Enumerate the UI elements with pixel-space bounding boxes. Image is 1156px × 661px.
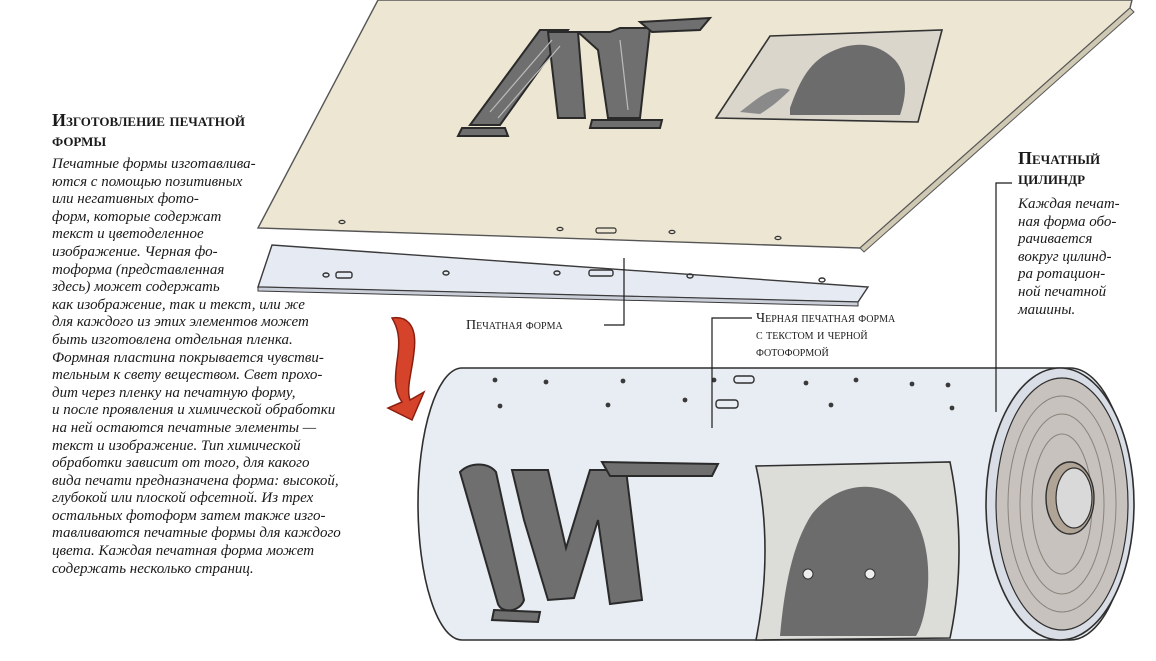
main-title-line-2: формы	[52, 130, 107, 150]
main-body-line: ются с помощью позитивных	[52, 173, 243, 190]
printing-cylinder	[417, 367, 1135, 641]
main-body-line: тельным к свету веществом. Свет прохо-	[52, 367, 323, 384]
red-curved-arrow	[386, 316, 426, 422]
cylinder-section-title: Печатный цилиндр	[1018, 148, 1100, 188]
cylinder-body-line: вокруг цилинд-	[1018, 248, 1112, 265]
main-section-title: Изготовление печатной формы	[52, 110, 245, 150]
cylinder-body-line: рачивается	[1018, 231, 1093, 248]
plate-label-text: Печатная форма	[466, 318, 563, 333]
black-plate-label-line-2: с текстом и черной	[756, 328, 868, 343]
main-body-line: текст и изображение. Тип химической	[52, 437, 301, 454]
black-plate-label-line-3: фотоформой	[756, 345, 829, 360]
main-body-line: содержать несколько страниц.	[52, 560, 254, 577]
callout-lines	[604, 182, 1012, 428]
cylinder-body-line: Каждая печат-	[1018, 196, 1120, 212]
main-body-line: глубокой или плоской офсетной. Из трех	[52, 490, 314, 507]
main-body-line: цвета. Каждая печатная форма может	[52, 543, 315, 560]
main-body-line: тоформа (представленная	[52, 261, 225, 278]
main-body-line: текст и цветоделенное	[52, 226, 204, 243]
main-body-line: изображение. Черная фо-	[52, 243, 218, 260]
plate-label: Печатная форма	[466, 317, 563, 334]
main-body-line: вида печати предназначена форма: высокой…	[52, 472, 339, 489]
main-body-line: как изображение, так и текст, или же	[52, 296, 305, 313]
printing-plate	[257, 244, 870, 307]
cylinder-letter-m	[458, 460, 720, 624]
main-body-line: остальных фотоформ затем также изго-	[52, 507, 326, 524]
cylinder-body-line: ной печатной	[1018, 283, 1107, 300]
cylinder-body-line: машины.	[1018, 301, 1076, 318]
film-photo	[714, 29, 944, 123]
main-body-line: и после проявления и химической обработк…	[52, 402, 336, 419]
photo-film-sheet	[256, 0, 1135, 253]
main-body-line: дит через пленку на печатную форму,	[52, 384, 296, 401]
main-body-line: Печатные формы изготавлива-	[52, 156, 256, 172]
black-plate-label: Черная печатная форма с текстом и черной…	[756, 310, 895, 361]
film-letter-m	[456, 16, 713, 137]
cylinder-body-line: ра ротацион-	[1018, 266, 1106, 283]
main-body-line: Формная пластина покрывается чувстви-	[52, 349, 324, 366]
main-body-line: или негативных фото-	[52, 191, 199, 208]
main-title-line-1: Изготовление печатной	[52, 110, 246, 130]
cylinder-photo	[755, 461, 960, 641]
main-body-line: быть изготовлена отдельная пленка.	[52, 331, 293, 348]
main-body-line: для каждого из этих элементов может	[52, 314, 309, 331]
main-body-line: тавливаются печатные формы для каждого	[52, 525, 341, 542]
main-body-line: форм, которые содержат	[52, 208, 222, 225]
main-section-body: Печатные формы изготавлива-ются с помощь…	[52, 156, 341, 578]
main-body-line: на ней остаются печатные элементы —	[52, 419, 317, 436]
main-body-line: здесь) может содержать	[52, 279, 220, 296]
cylinder-body-line: ная форма обо-	[1018, 213, 1117, 230]
black-plate-label-line-1: Черная печатная форма	[756, 311, 896, 326]
cylinder-title-line-2: цилиндр	[1018, 168, 1086, 188]
main-body-line: обработки зависит от того, для какого	[52, 455, 310, 472]
cylinder-title-line-1: Печатный	[1018, 148, 1101, 168]
